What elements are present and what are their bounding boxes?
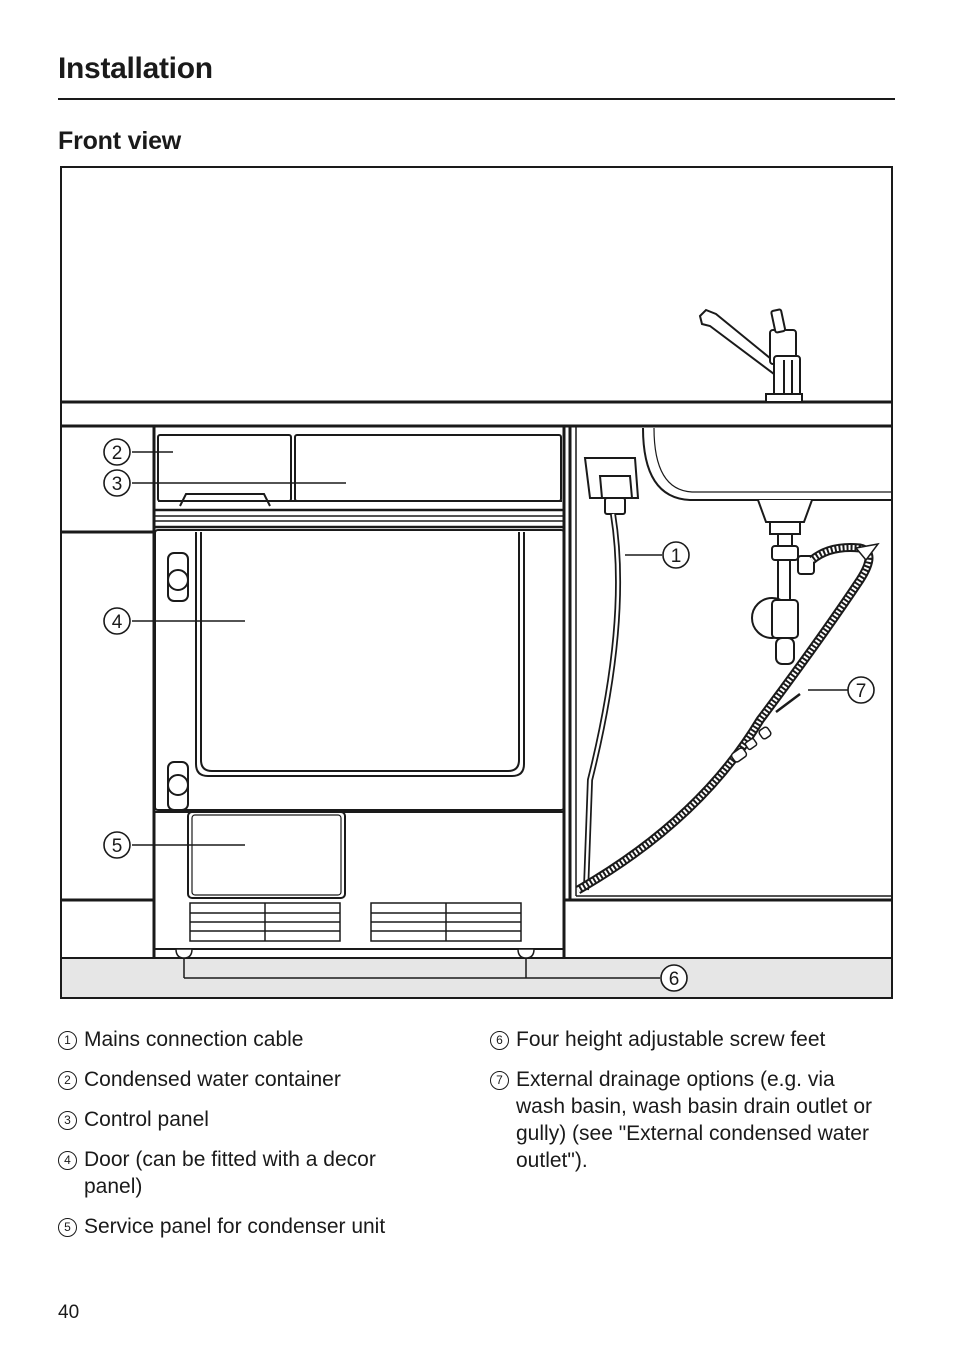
svg-text:4: 4: [112, 612, 123, 633]
title-rule: [58, 98, 895, 100]
legend-text: Door (can be fitted with a decor panel): [84, 1148, 376, 1198]
callout-5: 5: [103, 831, 131, 859]
legend-item: 4 Door (can be fitted with a decor panel…: [58, 1146, 424, 1200]
legend-number: 1: [58, 1031, 77, 1050]
section-title: Front view: [58, 127, 182, 155]
legend-text: External drainage options (e.g. via wash…: [516, 1068, 873, 1172]
service-panel: [187, 811, 346, 899]
mains-connection-cable: [583, 513, 622, 891]
page-number: 40: [58, 1302, 80, 1323]
callout-6: 6: [660, 964, 688, 992]
faucet-illustration: [698, 308, 803, 403]
screw-feet: [175, 948, 660, 979]
container-handle: [179, 493, 271, 507]
hose-coupling: [730, 693, 801, 763]
callout-4: 4: [103, 607, 131, 635]
svg-text:5: 5: [112, 836, 123, 857]
callout-2: 2: [103, 438, 131, 466]
legend-number: 4: [58, 1151, 77, 1170]
callout-1: 1: [662, 541, 690, 569]
legend-number: 6: [490, 1031, 509, 1050]
legend-text: Control panel: [84, 1108, 209, 1131]
legend-text: Four height adjustable screw feet: [516, 1028, 826, 1051]
page-title: Installation: [58, 52, 213, 85]
legend-number: 7: [490, 1071, 509, 1090]
legend-text: Service panel for condenser unit: [84, 1215, 386, 1238]
sink-basin: [642, 427, 892, 501]
svg-text:7: 7: [856, 681, 867, 702]
legend-item: 1 Mains connection cable: [58, 1026, 458, 1053]
legend-item: 6 Four height adjustable screw feet: [490, 1026, 890, 1053]
right-cabinet: [565, 426, 892, 902]
dryer-appliance: [154, 426, 566, 958]
legend-number: 3: [58, 1111, 77, 1130]
legend-item: 7 External drainage options (e.g. via wa…: [490, 1066, 888, 1174]
legend-right-column: 6 Four height adjustable screw feet 7 Ex…: [490, 1026, 890, 1187]
legend-item: 2 Condensed water container: [58, 1066, 458, 1093]
front-view-diagram: 2 3 4 5 1 7 6: [60, 166, 893, 999]
legend-text: Condensed water container: [84, 1068, 341, 1091]
legend-number: 5: [58, 1218, 77, 1237]
vent-grille-left: [189, 902, 341, 942]
sink-drain-trap: [751, 499, 815, 665]
legend-item: 3 Control panel: [58, 1106, 458, 1133]
svg-text:2: 2: [112, 443, 123, 464]
svg-text:1: 1: [671, 546, 682, 567]
callout-3: 3: [103, 469, 131, 497]
svg-text:6: 6: [669, 969, 680, 990]
legend-item: 5 Service panel for condenser unit: [58, 1213, 458, 1240]
legend-left-column: 1 Mains connection cable 2 Condensed wat…: [58, 1026, 458, 1253]
callout-7: 7: [847, 676, 875, 704]
callout-leaders: [132, 451, 848, 846]
callouts: 2 3 4 5 1 7 6: [103, 438, 875, 992]
countertop: [61, 400, 892, 428]
legend-number: 2: [58, 1071, 77, 1090]
svg-text:3: 3: [112, 474, 123, 495]
vent-grille-right: [370, 902, 522, 942]
legend-text: Mains connection cable: [84, 1028, 304, 1051]
external-drain-hose: [575, 542, 880, 894]
